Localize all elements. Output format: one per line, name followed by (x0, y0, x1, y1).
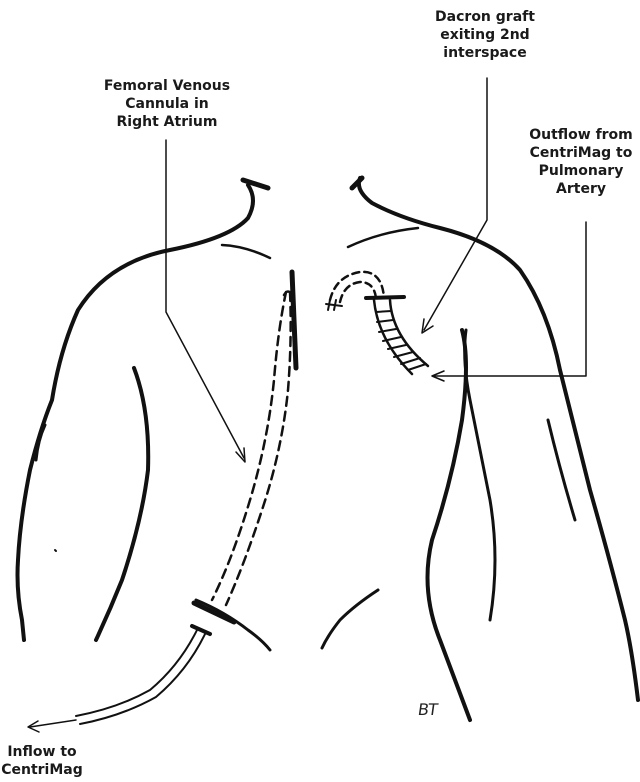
femoral-cannula-tip (284, 292, 292, 296)
left-clavicle (222, 245, 270, 258)
femoral-cannula-left (212, 292, 286, 600)
right-arm-inner-b (465, 330, 495, 620)
outflow-pointer-line (434, 222, 586, 376)
dacron-graft-label: Dacron graft exiting 2nd interspace (420, 8, 550, 62)
femoral-pointer-line (166, 140, 244, 458)
femoral-cannula-right (226, 292, 291, 605)
left-neck-outline (18, 185, 254, 640)
artist-signature: BT (417, 700, 438, 719)
sternum-line (292, 272, 296, 368)
left-speck (55, 550, 56, 551)
abdomen-line-right (322, 590, 378, 648)
graft-cap (366, 297, 404, 298)
left-arm-inner (96, 368, 148, 640)
inflow-label: Inflow to CentriMag (0, 743, 84, 779)
right-arm-inner-a (428, 330, 471, 720)
groin-entry-band (194, 603, 234, 622)
outflow-label: Outflow from CentriMag to Pulmonary Arte… (522, 126, 640, 198)
right-lat-line (548, 420, 575, 520)
dacron-pointer-line (424, 78, 487, 330)
femoral-cannula-label: Femoral Venous Cannula in Right Atrium (92, 77, 242, 131)
right-clavicle (348, 228, 418, 247)
right-neck-outline (359, 178, 638, 700)
dacron-pointer-arrowhead (422, 319, 433, 333)
